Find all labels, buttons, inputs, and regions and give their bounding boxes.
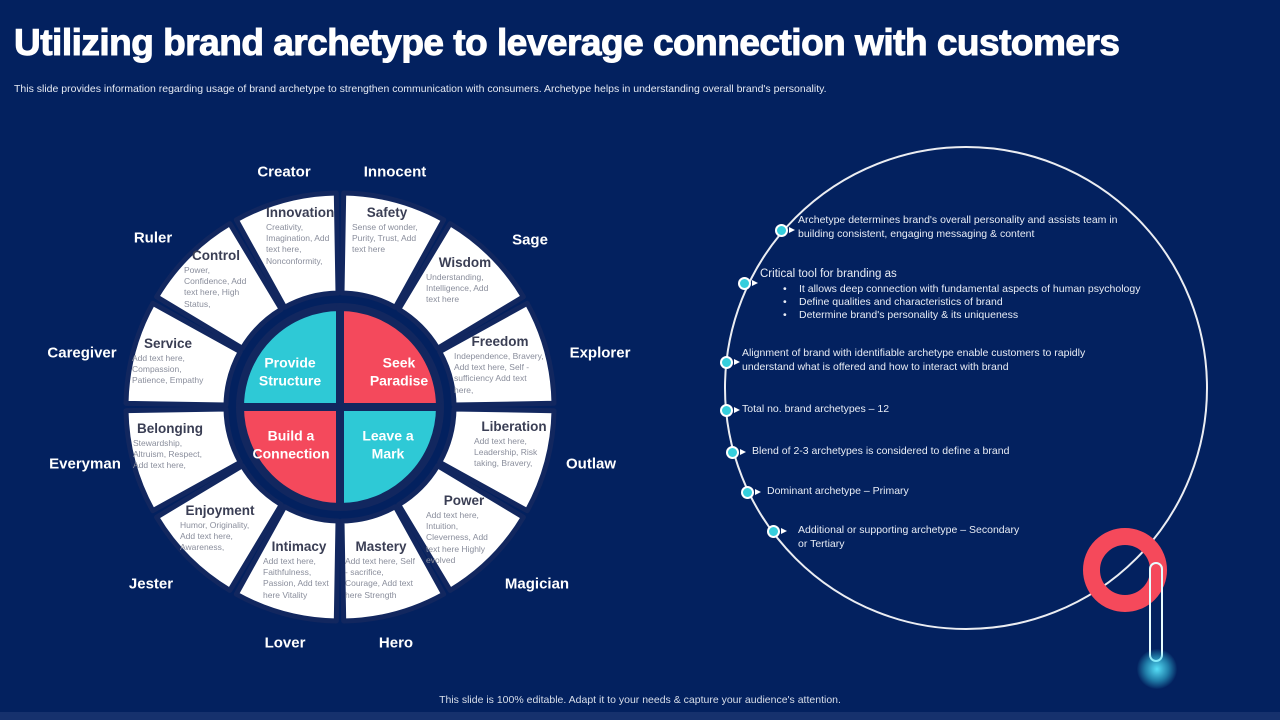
archetype-label-jester: Jester [128, 575, 174, 593]
sub-bullet-text: Determine brand's personality & its uniq… [799, 309, 1019, 321]
archetype-wheel-graphic [123, 190, 557, 624]
segment-everyman-title: Belonging [137, 421, 203, 436]
segment-explorer-traits: Independence, Bravery, Add text here, Se… [454, 351, 544, 395]
segment-caregiver: Service Add text here, Compassion, Patie… [132, 336, 204, 387]
segment-creator-title: Innovation [266, 205, 335, 220]
segment-ruler-title: Control [192, 248, 240, 263]
segment-jester-traits: Humor, Originality, Add text here, Aware… [180, 520, 250, 553]
segment-hero-title: Mastery [355, 539, 407, 554]
bullet-arrow-icon [789, 227, 795, 233]
segment-hero: Mastery Add text here, Self - sacrifice,… [345, 539, 417, 601]
bullet-dot-icon [767, 525, 780, 538]
bullet-arrow-icon [734, 359, 740, 365]
quadrant-label-seek-paradise: Seek Paradise [369, 354, 429, 389]
segment-outlaw-traits: Add text here, Leadership, Risk taking, … [474, 436, 538, 469]
bullet-dot-icon [775, 224, 788, 237]
segment-ruler-traits: Power, Confidence, Add text here, High S… [184, 265, 247, 309]
archetype-label-ruler: Ruler [133, 229, 173, 247]
archetype-label-outlaw: Outlaw [565, 455, 617, 473]
segment-everyman: Belonging Stewardship, Altruism, Respect… [133, 421, 207, 472]
bullet-text: Archetype determines brand's overall per… [798, 214, 1118, 240]
segment-explorer-title: Freedom [471, 334, 529, 349]
bullet-dot-icon [741, 486, 754, 499]
archetype-label-magician: Magician [504, 575, 570, 593]
bullet-text: Total no. brand archetypes – 12 [742, 403, 890, 415]
archetype-label-explorer: Explorer [569, 344, 631, 362]
page-title: Utilizing brand archetype to leverage co… [14, 22, 1121, 64]
segment-jester: Enjoyment Humor, Originality, Add text h… [180, 503, 260, 554]
footer-note: This slide is 100% editable. Adapt it to… [439, 694, 841, 706]
bullet-dot-icon [726, 446, 739, 459]
quadrant-label-provide-structure: Provide Structure [258, 354, 322, 389]
segment-outlaw: Liberation Add text here, Leadership, Ri… [474, 419, 554, 470]
segment-caregiver-traits: Add text here, Compassion, Patience, Emp… [132, 353, 204, 386]
sub-bullet-text: It allows deep connection with fundament… [799, 283, 1141, 295]
segment-outlaw-title: Liberation [481, 419, 547, 434]
segment-sage: Wisdom Understanding, Intelligence, Add … [426, 255, 504, 306]
bullet-arrow-icon [752, 280, 758, 286]
decor-pin-line [1149, 562, 1163, 662]
segment-lover-traits: Add text here, Faithfulness, Passion, Ad… [263, 556, 329, 600]
sub-bullet-glyph: • [783, 309, 787, 321]
segment-innocent-traits: Sense of wonder, Purity, Trust, Add text… [352, 222, 418, 255]
bullet-text: Dominant archetype – Primary [767, 485, 909, 497]
segment-innocent-title: Safety [366, 205, 408, 220]
archetype-label-caregiver: Caregiver [47, 344, 117, 362]
sub-bullet-glyph: • [783, 283, 787, 295]
segment-ruler: Control Power, Confidence, Add text here… [184, 248, 248, 310]
segment-lover-title: Intimacy [271, 539, 327, 554]
archetype-label-creator: Creator [257, 163, 311, 181]
archetype-label-lover: Lover [264, 634, 306, 652]
segment-everyman-traits: Stewardship, Altruism, Respect, Add text… [133, 438, 202, 471]
sub-bullet: • It allows deep connection with fundame… [783, 283, 1213, 295]
bullet-arrow-icon [740, 449, 746, 455]
segment-magician-title: Power [443, 493, 485, 508]
bullet-text: Alignment of brand with identifiable arc… [742, 347, 1086, 373]
segment-creator-traits: Creativity, Imagination, Add text here, … [266, 222, 330, 266]
bullet-arrow-icon [755, 489, 761, 495]
archetype-label-hero: Hero [378, 634, 414, 652]
segment-sage-title: Wisdom [438, 255, 492, 270]
bullet-arrow-icon [734, 407, 740, 413]
bullet-heading: Critical tool for branding as [760, 268, 897, 280]
segment-sage-traits: Understanding, Intelligence, Add text he… [426, 272, 489, 305]
quadrant-label-build-connection: Build a Connection [252, 427, 330, 462]
segment-magician-traits: Add text here, Intuition, Cleverness, Ad… [426, 510, 488, 565]
sub-bullet-glyph: • [783, 296, 787, 308]
segment-lover: Intimacy Add text here, Faithfulness, Pa… [263, 539, 335, 601]
bullet-dot-icon [720, 404, 733, 417]
segment-creator: Innovation Creativity, Imagination, Add … [266, 205, 334, 267]
segment-hero-traits: Add text here, Self - sacrifice, Courage… [345, 556, 415, 600]
bullet-text: Blend of 2-3 archetypes is considered to… [752, 445, 1010, 457]
big-circle-outline [724, 146, 1208, 630]
sub-bullet-text: Define qualities and characteristics of … [799, 296, 1003, 308]
bullet-dot-icon [738, 277, 751, 290]
archetype-label-everyman: Everyman [49, 455, 121, 473]
segment-jester-title: Enjoyment [185, 503, 255, 518]
bullet-dot-icon [720, 356, 733, 369]
decor-glow-dot [1137, 649, 1177, 689]
archetype-label-sage: Sage [512, 231, 548, 249]
quadrant-label-leave-mark: Leave a Mark [362, 427, 414, 462]
bullet-arrow-icon [781, 528, 787, 534]
segment-caregiver-title: Service [143, 336, 193, 351]
sub-bullet: • Determine brand's personality & its un… [783, 309, 1213, 321]
bottom-accent-bar [0, 712, 1280, 720]
sub-bullet: • Define qualities and characteristics o… [783, 296, 1213, 308]
segment-innocent: Safety Sense of wonder, Purity, Trust, A… [352, 205, 422, 256]
segment-explorer: Freedom Independence, Bravery, Add text … [454, 334, 546, 396]
archetype-label-innocent: Innocent [363, 163, 427, 181]
segment-magician: Power Add text here, Intuition, Cleverne… [426, 493, 502, 566]
page-subtitle: This slide provides information regardin… [14, 83, 827, 95]
bullet-text: Additional or supporting archetype – Sec… [798, 524, 1020, 550]
